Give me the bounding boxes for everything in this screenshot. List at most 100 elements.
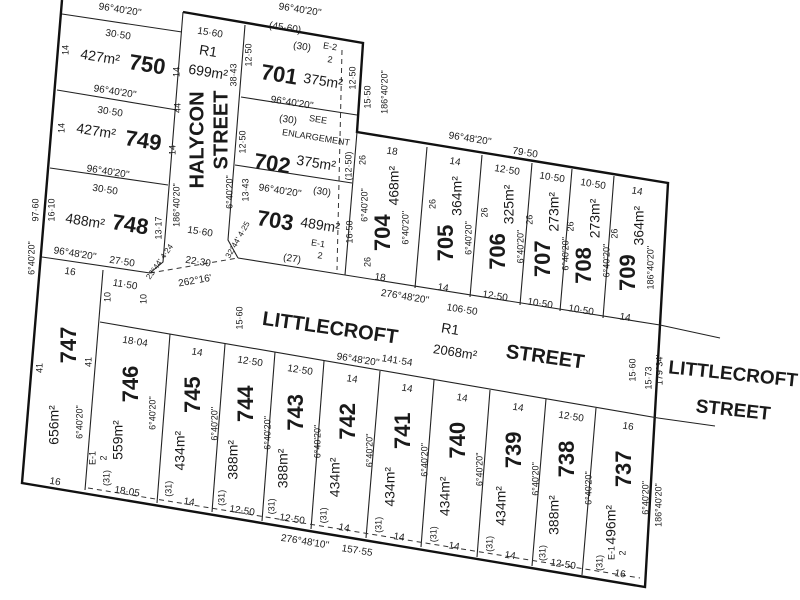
littlecroft-bearing: 276°48'20'' <box>380 288 430 306</box>
lot-line <box>234 164 353 184</box>
street-edge <box>99 321 659 419</box>
north-lots-4-back: 10·50 <box>567 303 594 318</box>
street-edge <box>344 274 661 326</box>
west-dist: 97·60 <box>30 198 40 221</box>
north-lots-1-bearing: 6°40'20'' <box>463 221 473 255</box>
south-lots-5-number-label: 741 <box>390 412 415 449</box>
lot-line <box>476 389 491 558</box>
littlecroft-name2-label: STREET <box>504 341 585 374</box>
south-lots-0-area: 559m² <box>110 420 126 460</box>
lot703-side-l: 13·43 <box>240 178 250 201</box>
lot750-number-label: 750 <box>127 49 167 79</box>
top-bearing-a: 96°40'20'' <box>98 1 142 19</box>
boundary-lines <box>20 0 721 589</box>
north-lots-2-back: 12·50 <box>481 289 508 304</box>
north-lots-3-side: 26 <box>524 215 534 225</box>
south-lots-9-area: 496m² <box>603 505 619 545</box>
south-easement-w-n: 2 <box>98 455 108 460</box>
south-lots-3-depth: (31) <box>266 498 276 514</box>
lot-line <box>531 398 547 567</box>
street-edge <box>659 324 721 339</box>
south-lots-4-rear: 14 <box>338 522 351 535</box>
lot703-area: 489m² <box>299 214 341 236</box>
lot750-front: 30·50 <box>104 28 131 43</box>
north-lots-4-number-label: 708 <box>571 247 596 284</box>
lot747-area: 656m² <box>46 405 62 445</box>
south-lots-2-bearing: 6°40'20'' <box>262 416 272 450</box>
north-lots-5-area: 364m² <box>631 205 647 245</box>
littlecroft-width-b: 15·73 <box>643 366 653 389</box>
south-lots-8-bearing: 6°40'20'' <box>583 471 593 505</box>
south-lots-3-area: 388m² <box>275 448 291 488</box>
top-dist-b: (45·60) <box>268 20 302 36</box>
south-lots-3-rear: 12·50 <box>278 512 305 527</box>
south-lots-5-depth: (31) <box>373 517 383 533</box>
south-lots-4-front: 14 <box>346 373 359 386</box>
littlecroft-ext-name2-label: STREET <box>695 396 772 425</box>
lot703-side-e: 26 <box>357 155 367 165</box>
littlecroft-reserve: R1 <box>440 319 460 338</box>
lot748-back: 27·50 <box>108 255 135 270</box>
lot702-note2: ENLARGEMENT <box>281 127 351 148</box>
lot-line <box>211 343 226 513</box>
littlecroft-trunc: 11·50 <box>112 278 139 293</box>
halycon-front: 15·60 <box>196 26 223 41</box>
north-lots-3-bearing: 6°40'20'' <box>560 237 570 271</box>
lot701-depth: (30) <box>292 40 311 54</box>
lot-line <box>365 370 381 539</box>
lot-line <box>310 360 325 530</box>
south-lots-8-rear: 12·50 <box>549 557 576 572</box>
north-lots-0-back: 18 <box>374 272 387 285</box>
lot750-area: 427m² <box>79 46 121 68</box>
outer-boundary <box>20 0 670 589</box>
south-lots-0-front: 18·04 <box>121 335 148 350</box>
south-lots-1-front: 14 <box>191 347 204 360</box>
north-lots-3-number-label: 707 <box>530 240 555 277</box>
lot701-area: 375m² <box>302 70 344 92</box>
lot-line <box>469 154 483 298</box>
south-lots-1-depth: (31) <box>163 481 173 497</box>
lot749-area: 427m² <box>75 120 117 142</box>
lot748-side-r: 13·17 <box>153 216 163 239</box>
north-lots-2-area: 325m² <box>501 184 517 224</box>
lot748-number-label: 748 <box>110 209 150 239</box>
lot748-chamfer: 23°44' 4·24 <box>144 242 175 281</box>
south-lots-1-area: 434m² <box>172 431 188 471</box>
south-lots-1-number-label: 745 <box>180 376 205 413</box>
north-lots-2-number-label: 706 <box>485 233 510 270</box>
lot703-bearing-e: 6°40'20'' <box>359 188 369 222</box>
south-lots-1-bearing: 6°40'20'' <box>209 407 219 441</box>
south-lots-8-area: 388m² <box>546 495 562 535</box>
street-edge <box>227 24 246 259</box>
easement-line <box>336 49 343 271</box>
south-lots-4-bearing: 6°40'20'' <box>364 433 374 467</box>
south-lots-7-front: 14 <box>512 402 525 415</box>
halycon-trunc-bearing: 262°16' <box>177 273 212 290</box>
lot-line <box>559 168 573 312</box>
lot748-side-l: 16·10 <box>46 198 56 221</box>
lot750-side-r: 14 <box>171 67 181 77</box>
south-lots-9-front: 16 <box>622 421 635 434</box>
south-easement-e-n: 2 <box>617 550 627 555</box>
halycon-name1-label: HALYCON <box>186 91 208 188</box>
south-lots-7-number-label: 739 <box>501 432 526 469</box>
lot747-bearing: 6°40'20'' <box>74 405 84 439</box>
littlecroft-width-a: 15·60 <box>627 358 637 381</box>
south-lots-4-number-label: 742 <box>335 403 360 440</box>
north-lots-2-bearing: 6°40'20'' <box>515 229 525 263</box>
lot-line <box>84 269 104 491</box>
south-lots-6-number-label: 740 <box>445 422 470 459</box>
lot-line <box>414 146 428 289</box>
lot-line <box>240 96 358 116</box>
lot-line <box>344 131 358 276</box>
north-lots-5-front: 14 <box>631 185 644 198</box>
halycon-side-r: 38·43 <box>228 63 238 86</box>
lot749-front: 30·50 <box>96 105 123 120</box>
halycon-side-l: 44 <box>172 103 182 113</box>
halycon-area: 699m² <box>187 61 229 83</box>
north-lots-2-front: 12·50 <box>493 163 520 178</box>
south-lots-0-rear: 18·05 <box>113 485 140 500</box>
lot703-easement: E-1 <box>310 237 325 249</box>
south-lots-5-front: 14 <box>401 383 414 396</box>
